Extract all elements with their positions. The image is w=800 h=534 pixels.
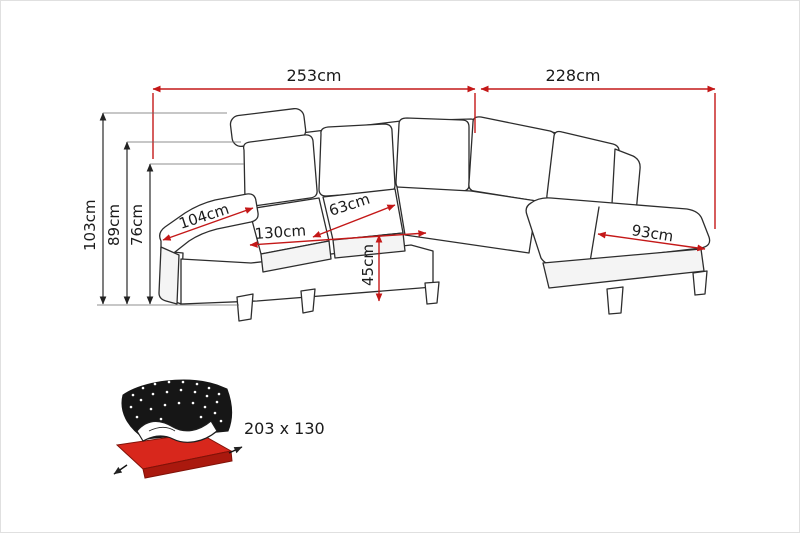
dim-width-right: 228cm [480,66,716,229]
dim-seat-front-label: 130cm [254,221,307,243]
dim-seat-height-label: 45cm [359,244,377,286]
dim-height-total-label: 103cm [81,200,99,252]
dim-height-back-label: 89cm [105,204,123,246]
back-cushion-4 [468,116,557,204]
unfold-arrow-left [113,464,128,475]
star-speckles [129,380,223,429]
sleeping-function-icon [113,379,243,479]
dim-height-arm: 76cm [97,163,244,306]
bed-mattress-front [142,450,233,479]
leg-chaise-left [606,286,624,315]
dim-height-back: 89cm [105,141,241,305]
leg-front-mid [300,288,316,314]
chaise-seam [589,206,600,263]
dim-height-total: 103cm [81,112,227,305]
leg-front-left [236,293,254,322]
dim-height-arm-label: 76cm [128,204,146,246]
back-cushion-2 [318,123,396,197]
dim-seat-front: 130cm [249,221,427,248]
back-cushion-3 [395,117,470,192]
dim-seat-height: 45cm [359,234,383,302]
unfold-arrow-right [228,446,243,454]
dim-width-left: 253cm [152,66,476,159]
back-cushion-1 [242,134,318,207]
dimension-lines: 253cm 228cm 103cm 89cm [81,66,716,306]
leg-chaise-right [692,270,708,296]
sleeping-area-label: 203 x 130 [244,419,325,438]
dim-width-left-label: 253cm [287,66,342,85]
leg-corner [424,281,440,305]
sofa-drawing [158,107,711,322]
bed-blanket [136,420,218,443]
left-armrest-front [158,246,180,305]
bed-blanket-fold [148,426,176,432]
dim-width-right-label: 228cm [546,66,601,85]
